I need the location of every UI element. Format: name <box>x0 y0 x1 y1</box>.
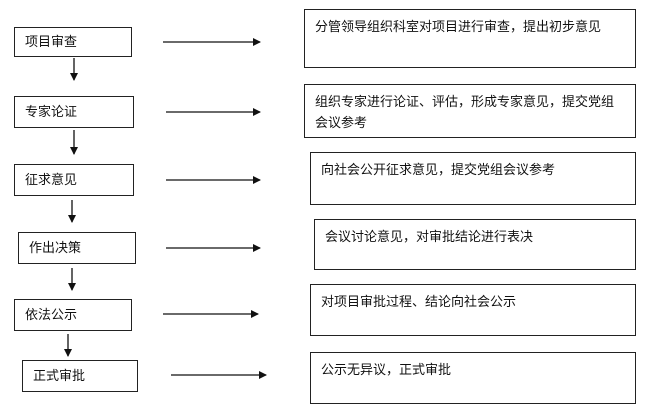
step-description: 分管领导组织科室对项目进行审查，提出初步意见 <box>315 20 602 35</box>
desc-box-solicit-opinions: 向社会公开征求意见，提交党组会议参考 <box>310 152 636 205</box>
step-box-expert-review: 专家论证 <box>14 96 134 128</box>
step-label: 作出决策 <box>29 240 82 256</box>
step-label: 专家论证 <box>25 104 78 120</box>
desc-box-expert-review: 组织专家进行论证、评估，形成专家意见，提交党组会议参考 <box>304 84 636 138</box>
step-description: 对项目审批过程、结论向社会公示 <box>321 295 517 310</box>
step-box-project-review: 项目审查 <box>14 27 132 57</box>
desc-box-formal-approval: 公示无异议，正式审批 <box>310 352 636 404</box>
step-description: 组织专家进行论证、评估，形成专家意见，提交党组会议参考 <box>315 95 615 131</box>
step-label: 征求意见 <box>25 172 78 188</box>
step-description: 公示无异议，正式审批 <box>321 363 452 378</box>
desc-box-public-notice: 对项目审批过程、结论向社会公示 <box>310 284 636 336</box>
desc-box-make-decision: 会议讨论意见，对审批结论进行表决 <box>314 219 636 270</box>
step-label: 正式审批 <box>33 368 86 384</box>
step-description: 向社会公开征求意见，提交党组会议参考 <box>321 163 556 178</box>
step-description: 会议讨论意见，对审批结论进行表决 <box>325 230 534 245</box>
step-box-make-decision: 作出决策 <box>18 232 136 264</box>
step-box-public-notice: 依法公示 <box>14 299 132 331</box>
step-label: 项目审查 <box>25 34 78 50</box>
step-label: 依法公示 <box>25 307 78 323</box>
step-box-solicit-opinions: 征求意见 <box>14 164 134 196</box>
desc-box-project-review: 分管领导组织科室对项目进行审查，提出初步意见 <box>304 9 636 68</box>
step-box-formal-approval: 正式审批 <box>22 360 138 392</box>
